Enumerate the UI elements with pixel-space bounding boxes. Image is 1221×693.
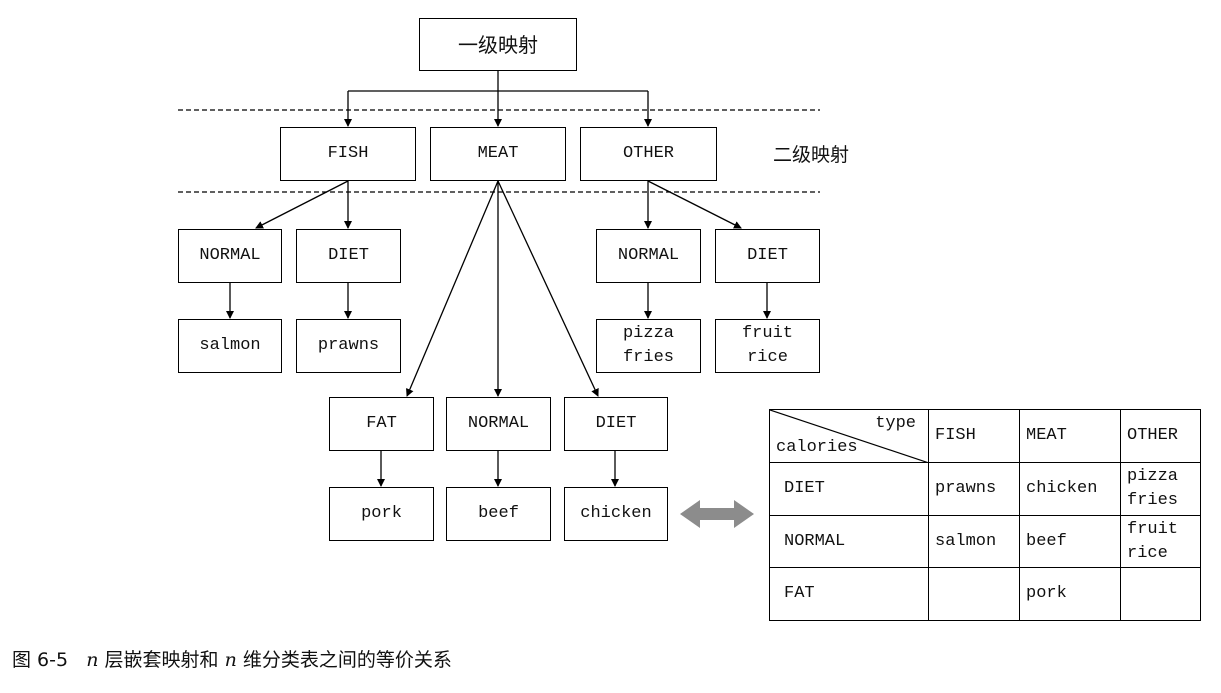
row-label-diet: DIET (769, 462, 929, 516)
item-chicken: chicken (580, 504, 652, 523)
table-header-fish: FISH (928, 409, 1020, 463)
table-cell (928, 567, 1020, 621)
table-corner-cell: type calories (769, 409, 929, 463)
item-pork: pork (361, 504, 402, 523)
table-cell: pork (1019, 567, 1121, 621)
category-fish-box: FISH (280, 127, 416, 181)
fish-normal-item-box: salmon (178, 319, 282, 373)
corner-diagonal (770, 410, 929, 463)
equivalence-arrow-icon (680, 500, 754, 528)
row-label-normal: NORMAL (769, 515, 929, 568)
figure-caption: 图 6-5 n 层嵌套映射和 n 维分类表之间的等价关系 (12, 645, 452, 672)
level2-label: 二级映射 (773, 144, 850, 166)
caption-suffix: 维分类表之间的等价关系 (242, 649, 452, 671)
root-box: 一级映射 (419, 18, 577, 71)
meat-diet-box: DIET (564, 397, 668, 451)
meat-diet-item-box: chicken (564, 487, 668, 541)
meat-fat-item-box: pork (329, 487, 434, 541)
item-salmon: salmon (199, 336, 261, 355)
category-meat-box: MEAT (430, 127, 566, 181)
item-fruit: fruit (741, 324, 793, 343)
table-row: FAT pork (769, 567, 1201, 621)
corner-calories-label: calories (776, 438, 858, 457)
table-header-other: OTHER (1120, 409, 1201, 463)
caption-prefix: 图 6-5 (12, 649, 69, 671)
caption-mid: 层嵌套映射和 (104, 649, 219, 671)
item-fries: fries (622, 348, 674, 367)
other-diet-box: DIET (715, 229, 820, 283)
meat-normal-box: NORMAL (446, 397, 551, 451)
table-cell: chicken (1019, 462, 1121, 516)
other-normal-items-box: pizza fries (596, 319, 701, 373)
fish-diet-item-box: prawns (296, 319, 401, 373)
fish-normal-box: NORMAL (178, 229, 282, 283)
item-rice: rice (747, 348, 788, 367)
item-pizza: pizza (622, 324, 674, 343)
meat-normal-item-box: beef (446, 487, 551, 541)
item-prawns: prawns (317, 336, 380, 355)
table-cell (1120, 567, 1201, 621)
other-normal-box: NORMAL (596, 229, 701, 283)
item-beef: beef (478, 504, 519, 523)
row-label-fat: FAT (769, 567, 929, 621)
classification-table: type calories FISH MEAT OTHER DIET prawn… (769, 409, 1201, 621)
caption-n2: n (224, 649, 237, 671)
corner-type-label: type (875, 414, 916, 433)
table-header-meat: MEAT (1019, 409, 1121, 463)
fish-diet-box: DIET (296, 229, 401, 283)
caption-n1: n (86, 649, 99, 671)
table-cell: prawns (928, 462, 1020, 516)
other-diet-items-box: fruit rice (715, 319, 820, 373)
table-cell: beef (1019, 515, 1121, 568)
category-other-box: OTHER (580, 127, 717, 181)
table-cell: salmon (928, 515, 1020, 568)
meat-fat-box: FAT (329, 397, 434, 451)
